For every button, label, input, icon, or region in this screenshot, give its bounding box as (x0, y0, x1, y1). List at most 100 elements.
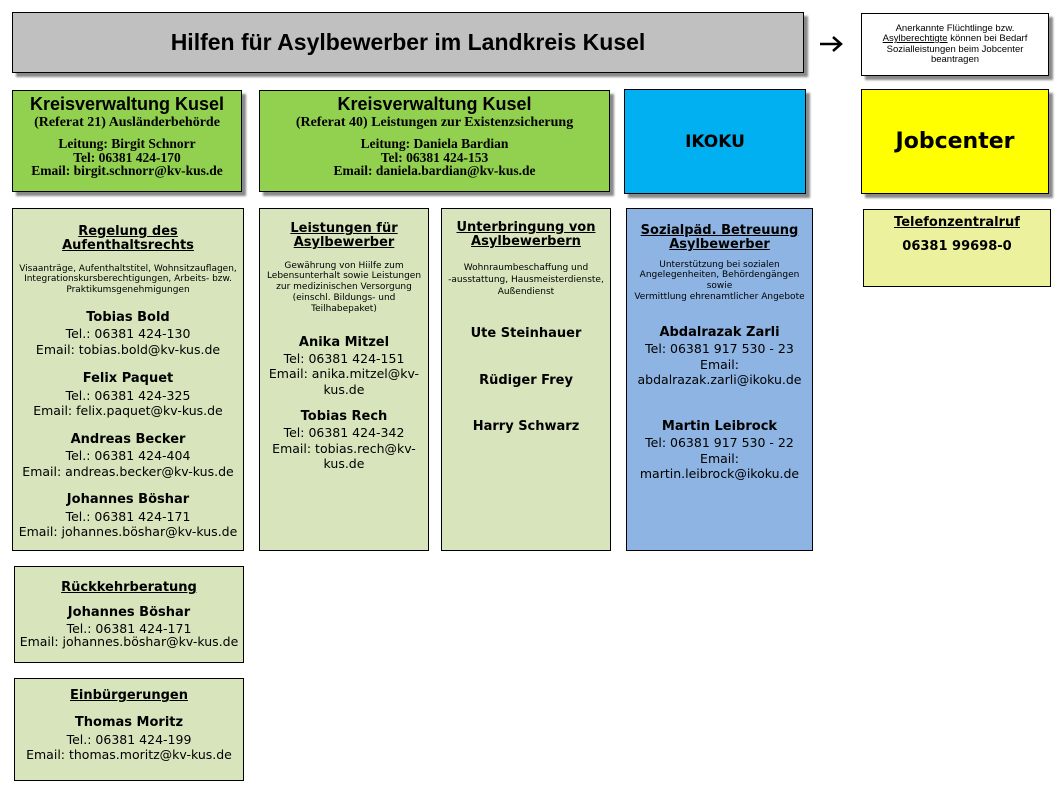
betreuung-box: Sozialpäd. Betreuung Asylbewerber Unters… (626, 208, 813, 551)
contact-name: Tobias Rech (300, 408, 388, 424)
contact-tel: Tel.: 06381 424-325 (65, 387, 191, 403)
betreuung-desc-line: Angelegenheiten, Behördengängen sowie (639, 270, 800, 292)
betreuung-desc-line: Unterstützung bei sozialen (659, 259, 780, 270)
kv21-lead: Leitung: Birgit Schnorr (58, 136, 196, 152)
betreuung-heading-1: Sozialpäd. Betreuung (640, 223, 799, 238)
jobcenter-box: Jobcenter (861, 89, 1049, 194)
contact-email: Email: tobias.rech@kv- (272, 440, 416, 456)
title-box: Hilfen für Asylbewerber im Landkreis Kus… (12, 12, 804, 73)
contact-entry: Anika Mitzel Tel: 06381 424-151 Email: a… (260, 335, 428, 398)
contact-tel: Tel.: 06381 424-171 (66, 620, 192, 636)
contact-email: Email: thomas.moritz@kv-kus.de (26, 747, 232, 763)
aufenthalt-heading: Regelung des Aufenthaltsrechts (62, 224, 194, 254)
contact-email: Email: johannes.böshar@kv-kus.de (19, 634, 239, 650)
kv40-lead: Leitung: Daniela Bardian (360, 136, 509, 152)
contact-email-cont: kus.de (323, 382, 365, 398)
aufenthaltsrecht-box: Regelung des Aufenthaltsrechts Visaanträ… (12, 208, 244, 551)
contact-email: Email: felix.paquet@kv-kus.de (33, 403, 223, 419)
contact-entry: Martin Leibrock Tel: 06381 917 530 - 22 … (627, 419, 812, 482)
unterbringung-heading-1: Unterbringung von (456, 220, 596, 235)
contact-name: Anika Mitzel (298, 334, 390, 350)
contact-tel: Tel.: 06381 424-171 (65, 508, 191, 524)
note-line-2: Asylberechtigte können bei Bedarf (882, 33, 1028, 45)
leistungen-desc-line: Teilhabepaket) (311, 303, 377, 314)
betreuung-heading-2: Asylbewerber (669, 237, 770, 253)
contact-name: Harry Schwarz (472, 419, 580, 435)
contact-email: Email: (700, 450, 739, 466)
aufenthalt-desc-line: Integrationskursberechtigungen, Arbeits-… (24, 274, 232, 285)
betreuung-desc-line: Vermittlung ehrenamtlicher Angebote (634, 291, 805, 302)
contact-tel: Tel: 06381 424-342 (283, 424, 405, 440)
contact-email-cont: martin.leibrock@ikoku.de (639, 466, 800, 482)
ikoku-box: IKOKU (624, 89, 806, 194)
ikoku-label: IKOKU (685, 131, 745, 152)
contact-email: Email: johannes.böshar@kv-kus.de (18, 524, 238, 540)
note-line-3: Sozialleistungen beim Jobcenter (886, 43, 1024, 55)
kv-referat-21-box: Kreisverwaltung Kusel (Referat 21) Auslä… (12, 90, 242, 192)
contact-name: Tobias Bold (86, 309, 170, 325)
kv40-name: Kreisverwaltung Kusel (337, 94, 532, 114)
jobcenter-label: Jobcenter (895, 129, 1015, 154)
contact-entry: Tobias Rech Tel: 06381 424-342 Email: to… (260, 409, 428, 472)
contact-name: Felix Paquet (82, 371, 174, 387)
note-line-2-rest: können bei Bedarf (947, 33, 1028, 45)
aufenthalt-desc-line: Praktikumsgenehmigungen (66, 285, 190, 296)
kv21-tel: Tel: 06381 424-170 (73, 149, 181, 165)
contact-entry: Felix Paquet Tel.: 06381 424-325 Email: … (13, 371, 243, 419)
contact-tel: Tel: 06381 917 530 - 22 (645, 435, 794, 451)
note-line-1: Anerkannte Flüchtlinge bzw. (895, 22, 1015, 34)
leistungen-heading-1: Leistungen für (290, 221, 398, 236)
contact-email: Email: anika.mitzel@kv- (268, 366, 420, 382)
contact-name: Martin Leibrock (661, 418, 778, 434)
contact-name: Ute Steinhauer (470, 326, 582, 342)
einb-heading: Einbürgerungen (70, 688, 188, 703)
note-line-4: beantragen (930, 53, 980, 65)
contact-email-cont: kus.de (323, 456, 365, 472)
leistungen-desc-line: (einschl. Bildungs- und (292, 292, 396, 303)
contact-name: Johannes Böshar (67, 605, 191, 621)
unterbringung-desc: Wohnraumbeschaffung und -ausstattung, Ha… (442, 262, 610, 298)
kv40-sub: (Referat 40) Leistungen zur Existenzsich… (295, 114, 574, 130)
telefon-heading: Telefonzentralruf (894, 215, 1020, 230)
unterbringung-desc-line: Außendienst (497, 286, 555, 297)
unterbringung-desc-line: Wohnraumbeschaffung und (463, 262, 589, 273)
note-box: Anerkannte Flüchtlinge bzw. Asylberechti… (861, 13, 1049, 76)
contact-entry: Johannes Böshar Tel.: 06381 424-171 Emai… (13, 492, 243, 540)
contact-name: Johannes Böshar (66, 492, 190, 508)
contact-email: Email: (700, 356, 739, 372)
leistungen-desc: Gewährung von Hiilfe zum Lebensunterhalt… (260, 261, 428, 315)
leistungen-heading-2: Asylbewerber (293, 235, 395, 251)
contact-tel: Tel.: 06381 424-199 (66, 731, 192, 747)
contact-name: Rüdiger Frey (479, 373, 573, 389)
unterbringung-box: Unterbringung von Asylbewerbern Wohnraum… (441, 208, 611, 551)
kv21-email: Email: birgit.schnorr@kv-kus.de (31, 163, 223, 179)
note-text: Anerkannte Flüchtlinge bzw. Asylberechti… (882, 22, 1028, 66)
contact-email-cont: abdalrazak.zarli@ikoku.de (637, 372, 802, 388)
leistungen-desc-line: Lebensunterhalt sowie Leistungen (266, 271, 422, 282)
rueck-heading: Rückkehrberatung (61, 580, 197, 595)
contact-tel: Tel.: 06381 424-404 (65, 448, 191, 464)
rueckkehrberatung-box: Rückkehrberatung Johannes Böshar Tel.: 0… (14, 566, 244, 663)
note-underlined: Asylberechtigte (882, 33, 948, 45)
contact-tel: Tel: 06381 917 530 - 23 (645, 341, 794, 357)
contact-name: Andreas Becker (70, 431, 186, 447)
contact-tel: Tel.: 06381 424-130 (65, 326, 191, 342)
contact-entry: Andreas Becker Tel.: 06381 424-404 Email… (13, 432, 243, 480)
contact-email: Email: tobias.bold@kv-kus.de (35, 341, 221, 357)
contact-entry: Abdalrazak Zarli Tel: 06381 917 530 - 23… (627, 325, 812, 388)
leistungen-desc-line: zur medizinischen Versorgung (276, 282, 412, 293)
arrow-right-icon (820, 36, 843, 52)
contact-tel: Tel: 06381 424-151 (283, 350, 405, 366)
kv40-tel: Tel: 06381 424-153 (380, 149, 489, 165)
telefonzentralruf-box: Telefonzentralruf 06381 99698-0 (863, 209, 1051, 287)
contact-entry: Johannes Böshar Tel.: 06381 424-171 Emai… (15, 605, 243, 649)
betreuung-desc: Unterstützung bei sozialen Angelegenheit… (627, 260, 812, 303)
aufenthalt-desc: Visaanträge, Aufenthaltstitel, Wohnsitza… (13, 264, 243, 296)
telefon-number: 06381 99698-0 (902, 239, 1012, 255)
contact-entry: Tobias Bold Tel.: 06381 424-130 Email: t… (13, 310, 243, 358)
leistungen-desc-line: Gewährung von Hiilfe zum (284, 260, 404, 271)
einbuergerungen-box: Einbürgerungen Thomas Moritz Tel.: 06381… (14, 678, 244, 781)
contact-entry: Thomas Moritz Tel.: 06381 424-199 Email:… (15, 715, 243, 763)
kv40-email: Email: daniela.bardian@kv-kus.de (333, 163, 536, 179)
unterbringung-heading-2: Asylbewerbern (471, 234, 581, 250)
